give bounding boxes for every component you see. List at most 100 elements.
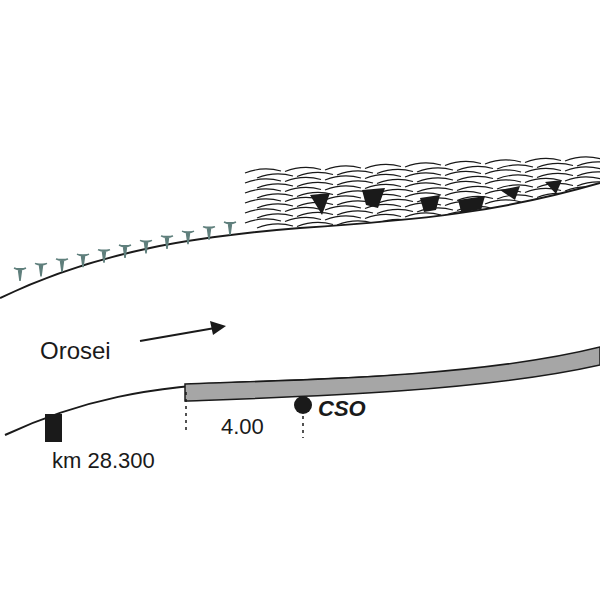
guard-band xyxy=(185,347,600,401)
tree-symbol xyxy=(56,259,68,272)
rock-stroke xyxy=(285,167,321,171)
tree-symbol xyxy=(119,245,131,258)
rock-stroke xyxy=(257,184,293,188)
rock-stroke xyxy=(485,210,521,214)
rock-stroke xyxy=(405,173,441,177)
rock-stroke xyxy=(485,160,521,164)
tree-symbol xyxy=(182,231,194,244)
rock-stroke xyxy=(377,209,413,213)
rock-stroke xyxy=(337,211,373,215)
rock-stroke xyxy=(245,189,281,193)
tree-symbol xyxy=(161,236,173,249)
rock-stroke xyxy=(325,166,361,170)
rock-stroke xyxy=(325,206,361,210)
road-edge-upper xyxy=(0,183,600,298)
rock-stroke xyxy=(537,193,573,197)
tree-symbol xyxy=(77,254,89,267)
rock-stroke xyxy=(297,172,333,176)
rock-stroke xyxy=(365,184,401,188)
rock-stroke xyxy=(537,173,573,177)
rock-stroke xyxy=(497,175,533,179)
rock-stroke xyxy=(297,212,333,216)
rock-stroke xyxy=(577,172,600,176)
rock-stroke xyxy=(445,161,481,165)
tree-symbol xyxy=(224,222,236,235)
km-marker xyxy=(45,414,62,442)
rock-stroke xyxy=(417,168,453,172)
tree-symbol xyxy=(140,240,152,253)
rock-stroke xyxy=(245,199,281,203)
tree-symbol xyxy=(14,268,26,281)
rock-stroke xyxy=(285,217,321,221)
rock-stroke xyxy=(377,179,413,183)
rock-stroke xyxy=(577,212,600,216)
rock-stroke xyxy=(297,182,333,186)
arrow-head xyxy=(210,321,226,335)
rock-stroke xyxy=(457,166,493,170)
rock-block xyxy=(362,188,385,208)
rock-block xyxy=(545,180,562,194)
rock-stroke xyxy=(245,209,281,213)
rock-stroke xyxy=(485,200,521,204)
distance-tick xyxy=(302,416,304,438)
rock-stroke xyxy=(417,178,453,182)
rock-block xyxy=(310,193,330,215)
rock-stroke xyxy=(377,169,413,173)
rock-stroke xyxy=(525,198,561,202)
rock-block xyxy=(458,196,485,215)
rock-stroke xyxy=(257,174,293,178)
rock-stroke xyxy=(257,224,293,228)
point-label: CSO xyxy=(318,398,366,420)
rock-stroke xyxy=(405,213,441,217)
rock-stroke xyxy=(365,164,401,168)
tree-symbol xyxy=(203,227,215,240)
rock-stroke xyxy=(497,165,533,169)
rock-stroke xyxy=(577,162,600,166)
rock-stroke xyxy=(565,197,600,201)
rock-stroke xyxy=(565,167,600,171)
rock-stroke xyxy=(405,163,441,167)
rock-stroke xyxy=(297,222,333,226)
rock-stroke xyxy=(525,158,561,162)
rock-stroke xyxy=(325,196,361,200)
rock-stroke xyxy=(365,174,401,178)
rock-stroke xyxy=(497,205,533,209)
rock-stroke xyxy=(525,168,561,172)
tree-symbol xyxy=(98,250,110,263)
rock-stroke xyxy=(377,199,413,203)
kilometre-label: km 28.300 xyxy=(52,450,155,472)
rock-stroke xyxy=(257,214,293,218)
rock-stroke xyxy=(245,179,281,183)
rock-stroke xyxy=(485,170,521,174)
rock-stroke xyxy=(417,218,453,222)
rock-stroke xyxy=(565,157,600,161)
rock-stroke xyxy=(325,186,361,190)
place-name: Orosei xyxy=(40,339,111,363)
rock-stroke xyxy=(337,221,373,225)
distance-tick xyxy=(185,392,187,430)
distance-dimension: 4.00 xyxy=(221,416,264,438)
rock-stroke xyxy=(245,169,281,173)
rock-stroke xyxy=(537,163,573,167)
vegetation-symbols xyxy=(14,222,236,281)
rock-stroke xyxy=(577,202,600,206)
rock-stroke xyxy=(445,181,481,185)
rock-stroke xyxy=(577,182,600,186)
rock-stroke xyxy=(457,186,493,190)
rock-stroke xyxy=(445,171,481,175)
rock-stroke xyxy=(337,171,373,175)
rock-stroke xyxy=(497,215,533,219)
rock-stroke xyxy=(565,187,600,191)
rock-stroke xyxy=(285,177,321,181)
rock-stroke xyxy=(457,216,493,220)
rock-stroke xyxy=(457,176,493,180)
rock-stroke xyxy=(257,204,293,208)
rock-stroke xyxy=(565,207,600,211)
rock-block xyxy=(500,186,520,200)
tree-symbol xyxy=(35,263,47,276)
rock-stroke xyxy=(565,177,600,181)
rock-stroke xyxy=(377,219,413,223)
rock-stroke xyxy=(245,219,281,223)
